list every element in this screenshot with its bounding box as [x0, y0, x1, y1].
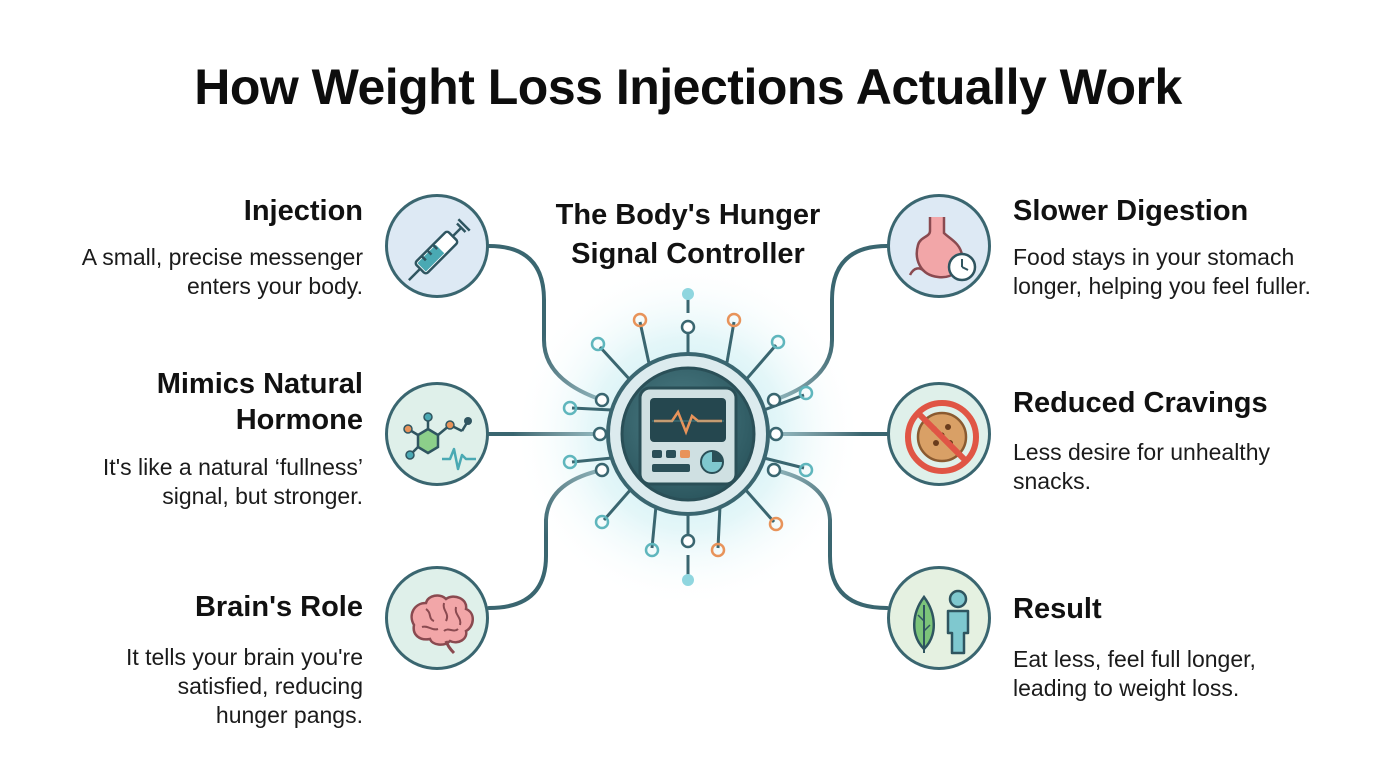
no-cookie-icon: [905, 400, 979, 474]
injection-description: A small, precise messenger enters your b…: [81, 244, 363, 299]
result-title: Result: [1013, 593, 1102, 625]
hormone-description: It's like a natural ‘fullness’ signal, b…: [102, 454, 363, 509]
cravings-icon-circle: [887, 382, 991, 486]
result-description: Eat less, feel full longer, leading to w…: [1013, 646, 1256, 701]
brain-description: It tells your brain you're satisfied, re…: [125, 644, 363, 728]
hub-nodes: [592, 319, 784, 549]
cravings-description: Less desire for unhealthy snacks.: [1013, 439, 1270, 494]
leaf-person-icon: [913, 589, 970, 655]
cravings-title: Reduced Cravings: [1013, 387, 1268, 419]
digestion-icon-circle: [887, 194, 991, 298]
brain-title: Brain's Role: [194, 591, 363, 623]
stomach-clock-icon: [908, 217, 977, 282]
injection-title: Injection: [243, 195, 363, 227]
syringe-icon: [408, 218, 471, 281]
monitor-icon: [638, 386, 738, 486]
hub-glow-dot: [682, 288, 694, 300]
page-title: How Weight Loss Injections Actually Work: [194, 59, 1182, 115]
center-title: The Body's Hunger Signal Controller: [555, 199, 821, 270]
result-icon-circle: [887, 566, 991, 670]
hub-terminals: [562, 312, 814, 558]
molecule-icon: [403, 412, 476, 471]
digestion-title: Slower Digestion: [1013, 195, 1249, 227]
digestion-description: Food stays in your stomach longer, helpi…: [1013, 244, 1311, 299]
hormone-icon-circle: [385, 382, 489, 486]
injection-icon-circle: [385, 194, 489, 298]
hormone-title: Mimics Natural Hormone: [156, 368, 363, 436]
hub-glow-dot: [682, 574, 694, 586]
brain-icon-circle: [385, 566, 489, 670]
brain-icon: [410, 594, 474, 655]
